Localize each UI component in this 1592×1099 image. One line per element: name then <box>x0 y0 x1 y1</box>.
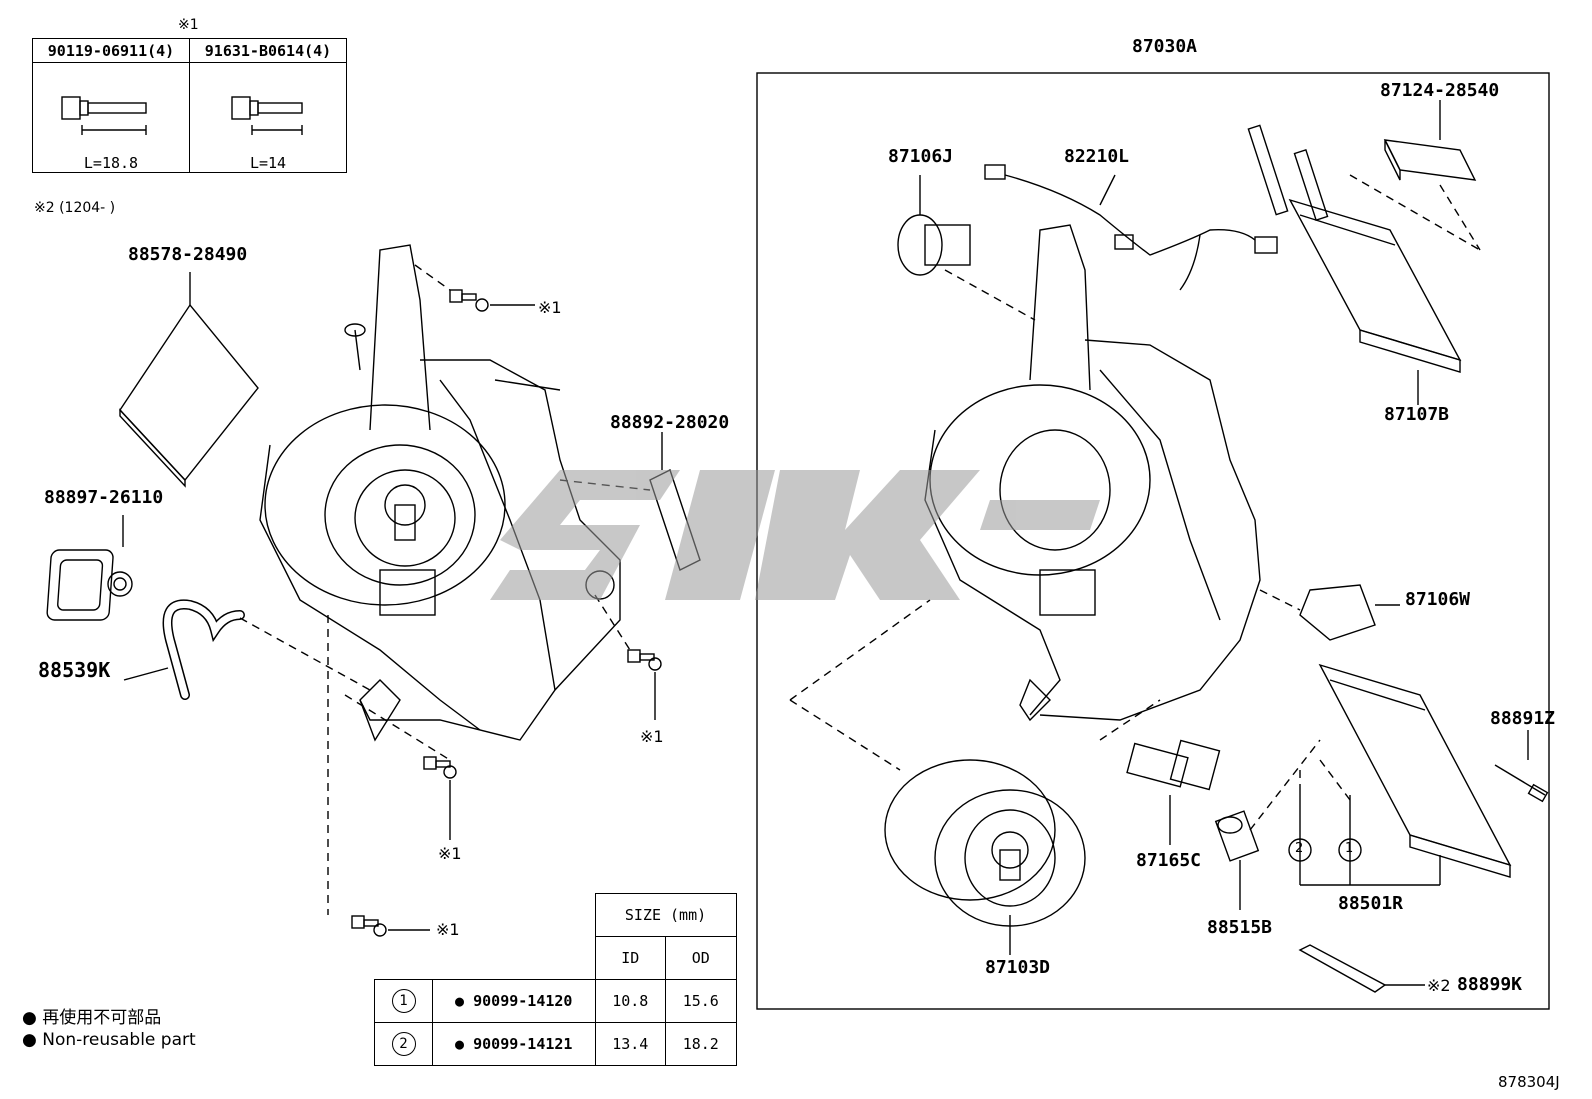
sensor-icon <box>1494 730 1549 803</box>
id-header: ID <box>594 936 666 980</box>
plate-icon <box>1298 944 1425 993</box>
bolt-length-1: L=18.8 <box>83 154 139 172</box>
screw-icon <box>351 915 430 937</box>
bolt-part-1: 90119-06911(4) <box>32 38 190 63</box>
label-harness: 82210L <box>1064 146 1130 167</box>
ref1-mark: ※1 <box>438 844 462 863</box>
label-cover: 88892-28020 <box>610 412 730 433</box>
legend-en: ● Non-reusable part <box>22 1030 196 1050</box>
hvac-unit-left <box>259 244 621 742</box>
label-hose: 88539K <box>38 658 111 682</box>
plate-ref-mark: ※2 <box>1427 976 1451 995</box>
label-plate: 88899K <box>1457 974 1523 995</box>
legend-jp: ● 再使用不可部品 <box>22 1003 161 1028</box>
part-number: 90099-14121 <box>473 1035 573 1053</box>
screw-icon <box>423 756 457 840</box>
wire-harness-icon <box>984 164 1278 291</box>
label-servo-w: 87106W <box>1405 589 1471 610</box>
watermark-logo <box>490 470 1100 600</box>
evaporator-icon <box>1299 663 1512 886</box>
label-filter: 88578-28490 <box>128 244 248 265</box>
screw-icon <box>627 649 662 720</box>
legend-jp-text: 再使用不可部品 <box>42 1008 162 1028</box>
diagram-code: 878304J <box>1498 1073 1560 1091</box>
od-header: OD <box>665 936 737 980</box>
non-reusable-dot-icon: ● <box>455 1035 465 1053</box>
label-resistor: 87165C <box>1136 850 1202 871</box>
ref1-mark: ※1 <box>436 920 460 939</box>
o-ring-1-number: 1 <box>1345 841 1354 856</box>
label-heater-core: 87107B <box>1384 404 1450 425</box>
note-ref-1: ※1 <box>178 17 199 33</box>
screw-icon <box>449 289 535 312</box>
bolt-part-2: 91631-B0614(4) <box>189 38 347 63</box>
assembly-frame <box>756 72 1550 1010</box>
ref1-mark: ※1 <box>538 298 562 317</box>
hose-icon <box>123 599 245 700</box>
seal-size-table: SIZE (mm) ID OD 1 ● 90099-14120 10.8 15.… <box>374 893 737 1066</box>
row-number: 2 <box>391 1032 416 1056</box>
note-ref-2: ※2 (1204- ) <box>34 200 116 216</box>
id-value: 13.4 <box>594 1022 666 1066</box>
o-ring-2-callout <box>1288 838 1312 862</box>
resistor-icon <box>1126 739 1221 845</box>
non-reusable-dot-icon: ● <box>22 1030 37 1050</box>
label-servo-j: 87106J <box>888 146 954 167</box>
o-ring-2-number: 2 <box>1295 841 1304 856</box>
label-grommet: 88897-26110 <box>44 487 164 508</box>
od-value: 18.2 <box>665 1022 737 1066</box>
heater-case-icon <box>1383 100 1477 181</box>
label-blower: 87103D <box>985 957 1051 978</box>
part-number: 90099-14120 <box>473 992 573 1010</box>
bolt-length-2: L=14 <box>249 154 287 172</box>
non-reusable-dot-icon: ● <box>455 992 465 1010</box>
legend-en-text: Non-reusable part <box>42 1030 196 1050</box>
label-valve: 88515B <box>1207 917 1273 938</box>
table-row: 2 ● 90099-14121 13.4 18.2 <box>374 1022 737 1066</box>
heater-core-icon <box>1247 124 1462 405</box>
size-header: SIZE (mm) <box>594 893 737 937</box>
filter-icon <box>119 272 259 488</box>
id-value: 10.8 <box>594 979 666 1023</box>
ref1-mark: ※1 <box>640 727 664 746</box>
row-number: 1 <box>391 989 416 1013</box>
label-sensor: 88891Z <box>1490 708 1556 729</box>
label-assembly: 87030A <box>1132 36 1198 57</box>
o-ring-1-callout <box>1338 838 1362 862</box>
label-heater-case: 87124-28540 <box>1380 80 1500 101</box>
blower-motor-icon <box>884 759 1086 955</box>
non-reusable-dot-icon: ● <box>22 1008 37 1028</box>
servo-motor-icon <box>897 175 971 276</box>
od-value: 15.6 <box>665 979 737 1023</box>
grommet-icon <box>46 515 133 621</box>
expansion-valve-icon <box>1214 810 1260 910</box>
servo-motor-icon <box>1299 584 1400 641</box>
table-row: 1 ● 90099-14120 10.8 15.6 <box>374 979 737 1023</box>
label-evaporator: 88501R <box>1338 893 1404 914</box>
bolt-table: 90119-06911(4) 91631-B0614(4) L=18.8 L=1… <box>32 38 347 173</box>
